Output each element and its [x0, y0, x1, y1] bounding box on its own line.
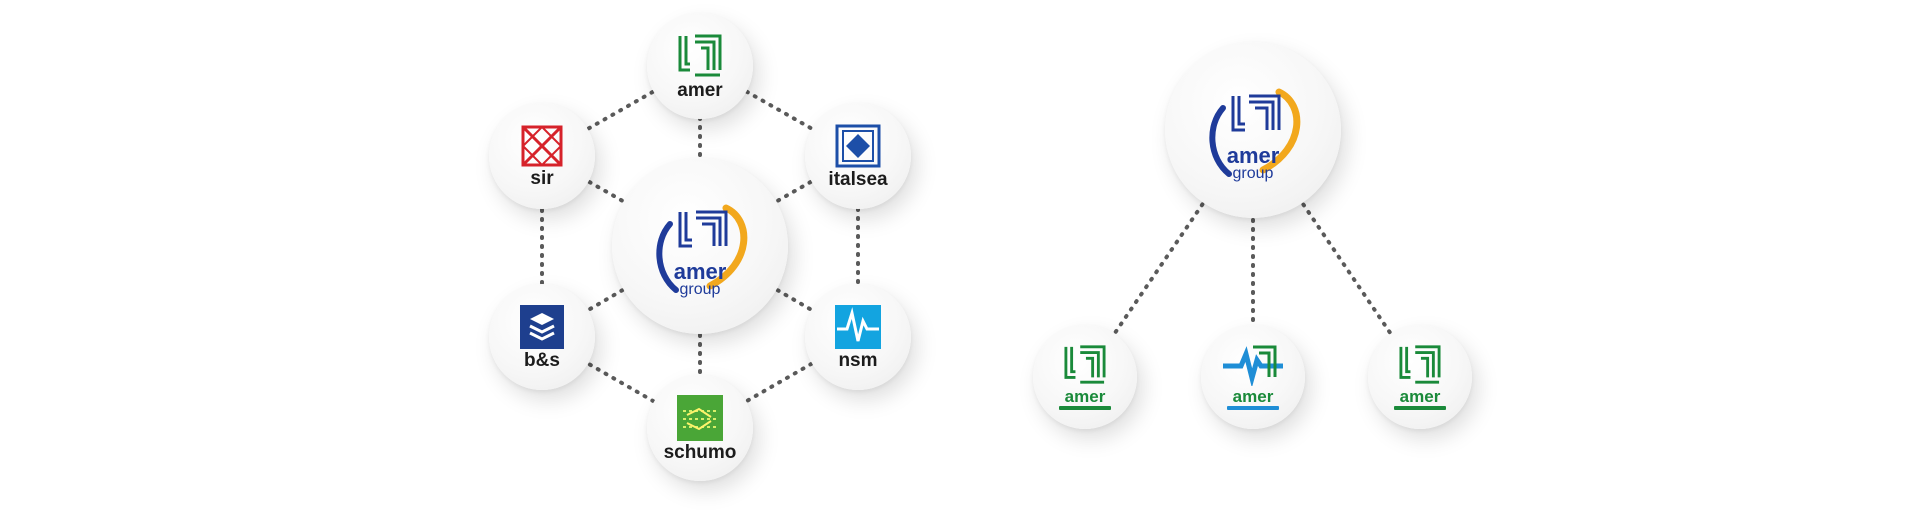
node-label: amer [1232, 387, 1274, 406]
hub-subtitle: group [1232, 165, 1274, 182]
node-label: amer [1064, 387, 1106, 406]
hub-title: amer [673, 259, 727, 284]
sir-logo-icon [521, 125, 563, 166]
node-label: italsea [828, 168, 888, 190]
amer-group-logo-icon [1209, 88, 1301, 177]
italsea-logo-icon [835, 124, 881, 167]
amer-pulse-logo-icon [1223, 345, 1283, 386]
hub-title: amer [1226, 143, 1280, 168]
left-hub-center: amer group [612, 158, 788, 334]
amer-logo-icon [1399, 345, 1441, 384]
schumo-logo-icon [677, 394, 723, 441]
division-strip [1059, 406, 1111, 410]
hub-subtitle: group [679, 281, 721, 298]
division-strip [1394, 406, 1446, 410]
node-label: amer [677, 79, 723, 101]
node-label: schumo [663, 441, 737, 463]
tree-child-amer[interactable]: amer [1368, 325, 1472, 429]
amer-logo-icon [1064, 345, 1106, 384]
node-bs[interactable]: b&s [489, 284, 595, 390]
amer-logo-icon [678, 34, 722, 76]
node-italsea[interactable]: italsea [805, 103, 911, 209]
amer-group-logo-icon [656, 204, 748, 293]
nsm-logo-icon [835, 304, 881, 349]
bs-logo-icon [520, 304, 564, 349]
node-amer[interactable]: amer [647, 13, 753, 119]
division-strip [1227, 406, 1279, 410]
tree-root: amer group [1165, 42, 1341, 218]
tree-child-amer[interactable]: amer [1033, 325, 1137, 429]
node-label: amer [1399, 387, 1441, 406]
node-sir[interactable]: sir [489, 103, 595, 209]
node-label: nsm [838, 349, 878, 371]
node-nsm[interactable]: nsm [805, 284, 911, 390]
node-label: b&s [524, 349, 560, 371]
node-label: sir [530, 167, 554, 189]
tree-child-amer[interactable]: amer [1201, 325, 1305, 429]
node-schumo[interactable]: schumo [647, 375, 753, 481]
